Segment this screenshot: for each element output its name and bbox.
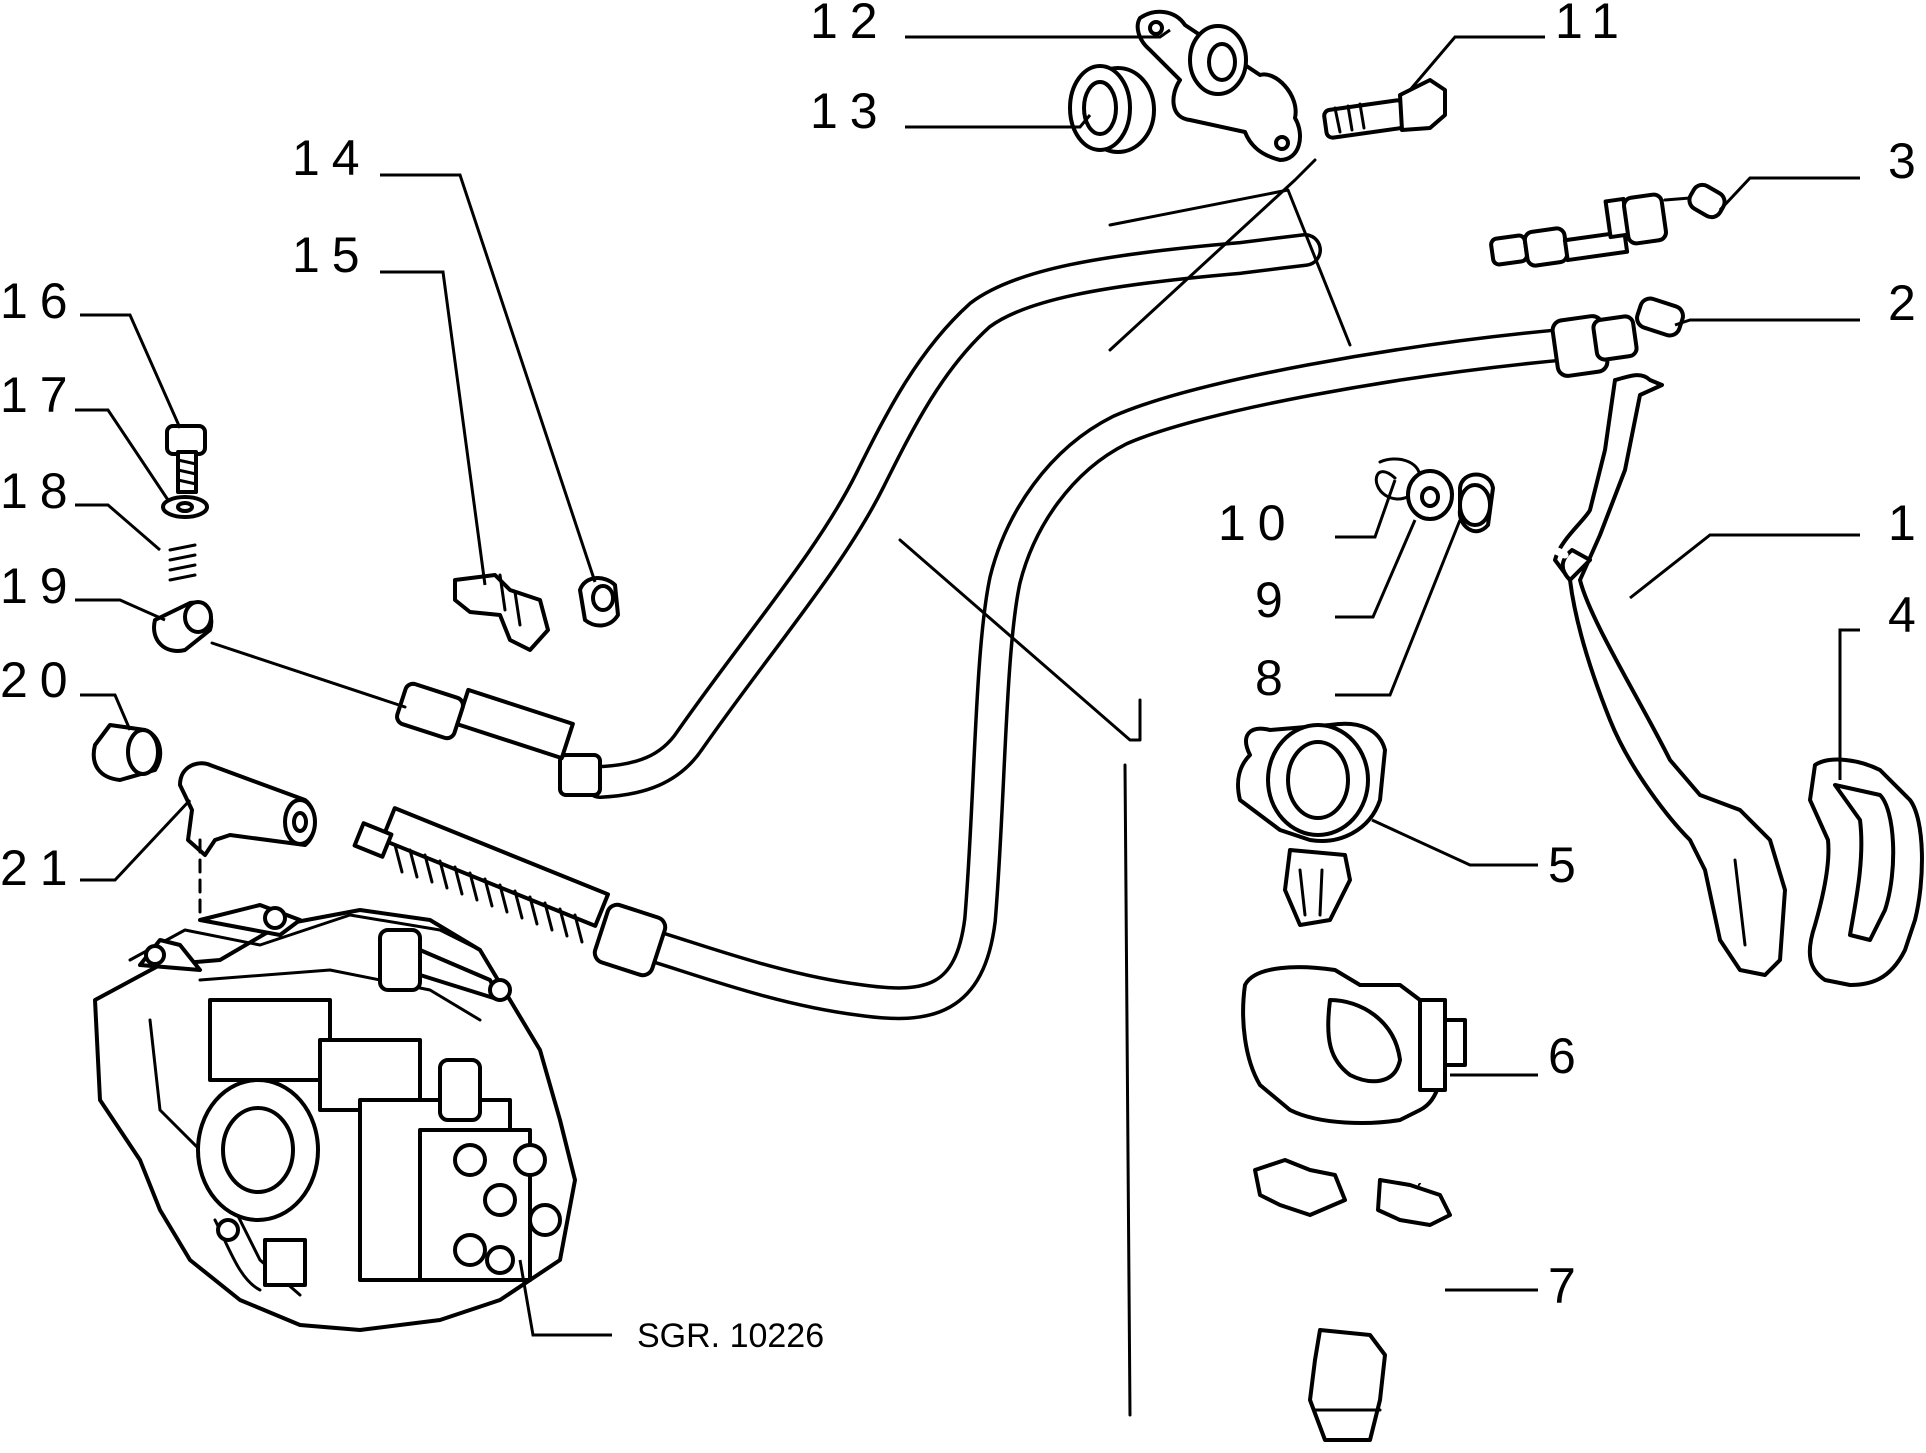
callout-13: 13	[810, 83, 890, 139]
part-18-spring	[168, 543, 197, 582]
callout-2: 2	[1888, 275, 1926, 331]
part-7-clamp	[1233, 1158, 1458, 1442]
part-21-end-fitting	[178, 761, 317, 922]
callout-14: 14	[292, 130, 372, 186]
callout-7: 7	[1548, 1258, 1588, 1314]
callout-8: 8	[1255, 650, 1295, 706]
injection-pump	[93, 903, 577, 1332]
drawing-reference: SGR. 10226	[637, 1317, 824, 1355]
callout-11: 11	[1555, 0, 1631, 49]
threaded-cable-end	[352, 806, 610, 944]
callout-17: 17	[0, 367, 80, 423]
callout-9: 9	[1255, 572, 1295, 628]
part-12-bracket	[1135, 9, 1302, 162]
callout-20: 20	[0, 652, 80, 708]
part-5-clip	[1236, 721, 1387, 927]
part-19-sleeve	[152, 600, 214, 653]
part-10-clip	[1374, 457, 1422, 501]
part-16-screw	[165, 424, 207, 494]
callout-19: 19	[0, 558, 80, 614]
callout-4: 4	[1888, 587, 1926, 643]
lower-accelerator-cable	[352, 296, 1685, 1021]
part-15-clip	[453, 573, 550, 652]
part-9-washer	[1406, 469, 1454, 521]
part-14-grommet	[578, 576, 620, 628]
part-8-bush	[1457, 472, 1495, 534]
assembly-guide-lines	[898, 158, 1352, 1417]
callout-18: 18	[0, 463, 80, 519]
callout-12: 12	[810, 0, 890, 49]
callout-5: 5	[1548, 837, 1588, 893]
callout-15: 15	[292, 227, 372, 283]
callout-leader-lines	[75, 28, 1860, 1337]
callout-21: 21	[0, 840, 80, 896]
callout-3: 3	[1888, 133, 1926, 189]
upper-accelerator-cable	[210, 182, 1727, 799]
callout-16: 16	[0, 273, 80, 329]
part-11-bolt	[1322, 78, 1447, 140]
part-17-washer	[161, 495, 209, 519]
part-13-bush	[1068, 64, 1156, 154]
callout-labels: 1 2 3 4 5 6 7 8 9 10 11 12 13 14 15 16 1…	[0, 0, 1926, 1355]
callout-6: 6	[1548, 1028, 1588, 1084]
callout-1: 1	[1888, 495, 1926, 551]
callout-10: 10	[1218, 495, 1298, 551]
part-20-bush	[91, 723, 163, 782]
part-4-pedal-pad	[1807, 757, 1924, 987]
part-6-clip	[1241, 965, 1467, 1125]
